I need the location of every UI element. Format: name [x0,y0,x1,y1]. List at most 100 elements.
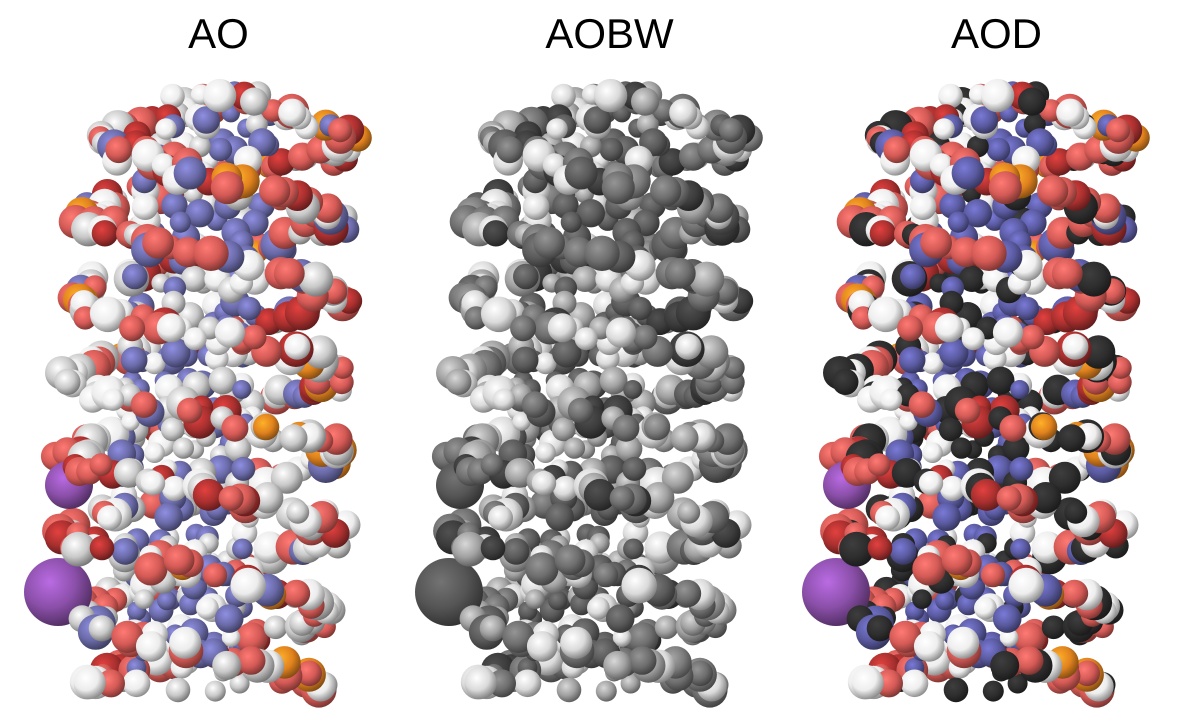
atom [954,397,981,424]
atom [628,296,652,321]
atom [1041,615,1066,640]
atom [609,485,635,511]
atom [160,417,185,442]
atom [897,315,924,342]
atom [947,626,980,659]
atom [236,622,268,654]
atom [612,628,632,647]
atom [134,589,154,609]
atom [899,412,918,431]
atom [130,391,158,418]
atom [105,136,133,164]
dna-molecule-aod [802,78,1150,708]
atom [669,98,698,127]
atom [522,193,550,220]
atom [551,417,576,442]
atom [996,485,1022,511]
atom [1015,296,1039,321]
atom [1062,333,1089,360]
atom [839,531,874,567]
atom [980,78,1015,113]
atom [632,324,658,350]
atom [999,628,1019,647]
atom [620,673,641,694]
panel-title-aobw: AOBW [545,10,674,57]
atom [867,453,891,477]
atom [603,650,633,680]
atom [958,265,986,292]
atom [661,461,694,494]
atom [673,579,702,608]
atom [546,118,568,140]
atom [531,470,557,496]
atom [564,156,598,190]
atom [492,388,516,411]
atom [502,620,535,654]
panel-ao: AO [22,0,415,714]
atom [883,136,911,164]
panel-aod: AOD [800,0,1179,714]
atom [1009,456,1034,481]
atom [935,590,955,611]
atom [851,666,884,699]
atom [144,442,165,464]
atom [643,413,671,441]
atom [286,500,310,524]
atom [889,620,922,654]
atom [156,313,186,343]
atom [73,666,106,699]
atom [912,589,932,609]
atom [922,442,943,464]
atom [513,669,542,698]
atom [464,666,497,699]
atom [595,680,617,702]
atom [939,475,966,502]
atom [623,538,644,560]
atom [1076,261,1112,297]
atom [154,502,183,532]
atom [134,552,168,586]
atom [122,263,148,290]
atom [947,211,969,233]
atom [612,414,640,442]
atom [1019,324,1045,350]
atom [533,226,565,259]
atom [143,352,166,375]
atom [1010,380,1030,399]
atom [867,535,893,561]
atom [943,677,969,703]
atom [535,442,556,464]
atom [912,552,946,586]
atom [221,628,241,647]
panel-title-aod: AOD [950,10,1042,57]
atom [298,261,334,297]
atom [328,118,353,143]
atom [169,626,202,659]
atom [605,604,635,633]
atom [525,589,545,609]
panel-aobw: AOBW [413,0,806,714]
atom [576,199,605,228]
atom [1048,461,1081,494]
atom [593,562,619,588]
atom [101,388,125,411]
atom [192,106,221,134]
atom [525,552,559,586]
atom [252,482,284,514]
panel-title-ao: AO [188,10,249,57]
atom [601,171,635,205]
atom [279,424,308,453]
atom [259,175,291,207]
atom [480,535,506,561]
atom [131,193,159,220]
atom [240,87,269,116]
atom [571,265,599,292]
atom [643,482,675,514]
atom [909,193,937,220]
atom [868,296,904,333]
atom [939,338,969,368]
atom [583,106,612,134]
atom [1014,646,1044,675]
atom [521,391,549,418]
atom [192,478,225,511]
